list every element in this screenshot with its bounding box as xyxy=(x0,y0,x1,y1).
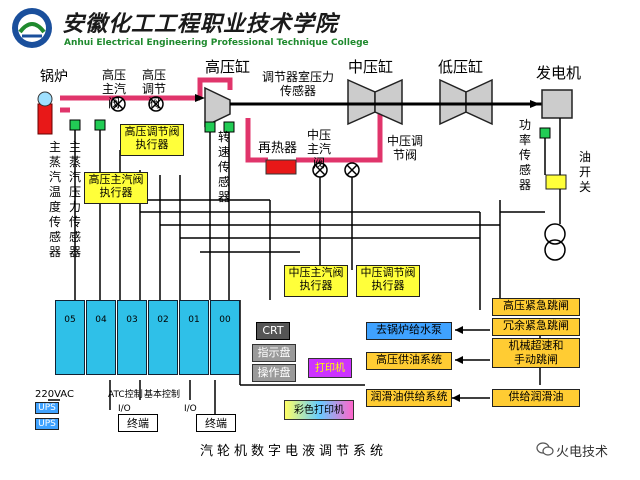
printer: 打印机 xyxy=(308,358,352,378)
lube-supply-box: 润滑油供给系统 xyxy=(366,389,452,407)
valve-icons xyxy=(110,96,360,178)
ip-cylinder-label: 中压缸 xyxy=(348,58,394,76)
hp-cylinder-label: 高压缸 xyxy=(205,58,251,76)
hp-control-valve-label: 高压调节阀 xyxy=(141,68,166,110)
indicator-panel: 指示盘 xyxy=(252,344,296,362)
generator-label: 发电机 xyxy=(536,64,582,82)
color-printer: 彩色打印机 xyxy=(284,400,354,420)
hp-control-actuator: 高压调节阀执行器 xyxy=(120,124,184,156)
generator-icon xyxy=(541,89,573,119)
basic-control-label: 基本控制 xyxy=(144,390,181,400)
ups-2: UPS xyxy=(35,418,59,430)
terminal-2: 终端 xyxy=(196,414,236,432)
speed-sensor-label: 转速传感器 xyxy=(217,130,230,204)
rack-02: 02 xyxy=(148,300,178,375)
rack-01: 01 xyxy=(179,300,209,375)
rack-05: 05 xyxy=(55,300,85,375)
rack-00: 00 xyxy=(210,300,240,375)
ip-control-valve-label: 中压调节阀 xyxy=(386,134,423,162)
main-steam-pressure-sensor-label: 主蒸汽压力传感器 xyxy=(68,140,81,259)
io-label-1: I/O xyxy=(118,404,131,414)
ip-control-actuator: 中压调节阀执行器 xyxy=(356,265,420,297)
ip-main-valve-label: 中压主汽阀 xyxy=(306,128,331,170)
hp-main-valve-label: 高压主汽阀 xyxy=(101,68,126,110)
college-name-cn: 安徽化工工程职业技术学院 xyxy=(62,11,339,37)
diagram-title: 汽轮机数字电液调节系统 xyxy=(200,444,388,459)
crt-display: CRT xyxy=(256,322,290,340)
header-band xyxy=(0,0,640,62)
atc-control-label: ATC控制 xyxy=(108,390,143,400)
college-logo-icon xyxy=(12,8,52,48)
ac-power-label: 220VAC xyxy=(35,389,74,400)
overspeed-trip-box: 机械超速和手动跳闸 xyxy=(492,338,580,368)
power-sensor-label: 功率传感器 xyxy=(518,118,531,192)
main-steam-temp-sensor-label: 主蒸汽温度传感器 xyxy=(48,140,61,259)
boiler-feed-pump-box: 去锅炉给水泵 xyxy=(366,322,452,340)
rack-04: 04 xyxy=(86,300,116,375)
ip-main-actuator: 中压主汽阀执行器 xyxy=(284,265,348,297)
regulating-chamber-sensor-label: 调节器室压力传感器 xyxy=(262,70,335,98)
lp-cylinder-label: 低压缸 xyxy=(438,58,484,76)
wechat-icon xyxy=(536,441,554,456)
hp-emergency-trip-box: 高压紧急跳闸 xyxy=(492,298,580,316)
terminal-1: 终端 xyxy=(118,414,158,432)
watermark-text: 火电技术 xyxy=(556,445,609,460)
rack-03: 03 xyxy=(117,300,147,375)
reheater-label: 再热器 xyxy=(258,141,298,156)
lube-feed-box: 供给润滑油 xyxy=(492,389,580,407)
boiler-shape-icon xyxy=(37,91,53,135)
oil-switch-icon xyxy=(545,174,567,190)
redundant-emergency-trip-box: 冗余紧急跳闸 xyxy=(492,318,580,336)
signal-lines xyxy=(48,118,561,415)
boiler-label: 锅炉 xyxy=(40,69,68,85)
college-name-en: Anhui Electrical Engineering Professiona… xyxy=(64,38,369,48)
oil-switch-label: 油开关 xyxy=(578,150,591,194)
reheater-icon xyxy=(265,159,297,175)
arrow-icons xyxy=(195,94,540,402)
hp-supply-box: 高压供油系统 xyxy=(366,352,452,370)
operator-panel: 操作盘 xyxy=(252,364,296,382)
io-label-2: I/O xyxy=(184,404,197,414)
hp-main-actuator: 高压主汽阀执行器 xyxy=(84,172,148,204)
ups-1: UPS xyxy=(35,402,59,414)
